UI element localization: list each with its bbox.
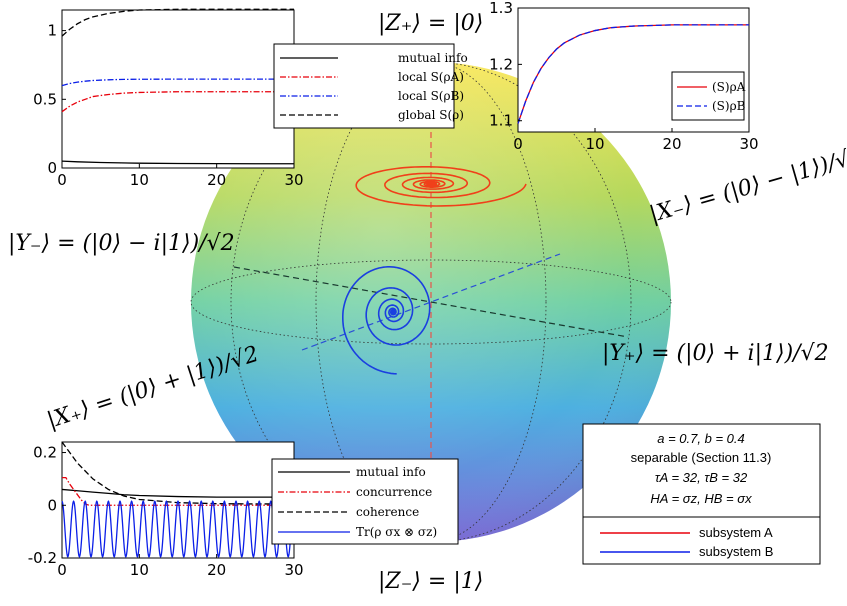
y-tick-label: 0.2 (33, 444, 57, 462)
legend-label: coherence (356, 505, 419, 519)
info-box: a = 0.7, b = 0.4 separable (Section 11.3… (582, 423, 821, 565)
panel-top-right-legend-entries: (S)ρA (S)ρB (677, 80, 746, 113)
subsystem-b-trajectory (342, 266, 431, 375)
x-tick-label: 0 (57, 171, 67, 189)
legend-label: concurrence (356, 485, 432, 499)
x-tick-label: 20 (662, 135, 681, 153)
legend-label: Tr(ρ σx ⊗ σz) (356, 525, 437, 539)
x-tick-label: 0 (513, 135, 523, 153)
y-tick-label: 0 (47, 159, 57, 177)
x-tick-label: 10 (130, 561, 149, 579)
panel-top-left-legend-entries: mutual info local S(ρA) local S(ρB) global … (280, 51, 468, 122)
panel-top-right-legend (671, 71, 745, 121)
legend-label-subsystem-a: subsystem A (699, 525, 773, 540)
y-tick-label: 1 (47, 22, 57, 40)
panel-top-right-ticks: 0 10 20 30 1.1 1.2 1.3 (489, 0, 758, 153)
x-tick-label: 30 (284, 561, 303, 579)
panel-top-left-ticks: 0 10 20 30 0 0.5 1 (33, 22, 303, 189)
legend-label-subsystem-b: subsystem B (699, 544, 773, 559)
state-y-plus: |Y₊⟩ = (|0⟩ + i|1⟩)/√2 (602, 341, 829, 366)
series-line (61, 500, 295, 558)
equator (190, 259, 672, 345)
panel-top-right: 0 10 20 30 1.1 1.2 1.3 (S)ρA (S)ρB (489, 0, 758, 153)
series-line (61, 8, 294, 37)
y-tick-label: 1.3 (489, 0, 513, 17)
info-line-state: separable (Section 11.3) (631, 450, 772, 465)
y-tick-label: -0.2 (28, 549, 57, 567)
series-line (62, 476, 294, 506)
panel-top-left-series (61, 8, 294, 165)
y-tick-label: 0.5 (33, 90, 57, 108)
state-z-minus: |Z₋⟩ = |1⟩ (378, 569, 483, 594)
legend-label: global S(ρ) (398, 108, 464, 122)
legend-label: (S)ρB (712, 99, 746, 113)
series-line (61, 160, 294, 165)
y-axis (233, 266, 629, 338)
series-line (517, 24, 749, 124)
legend-label: mutual info (356, 465, 426, 479)
y-tick-label: 1.2 (489, 55, 513, 73)
state-z-plus: |Z₊⟩ = |0⟩ (378, 11, 483, 36)
panel-top-left-background (61, 9, 295, 169)
x-tick-label: 30 (284, 171, 303, 189)
legend-label: mutual info (398, 51, 468, 65)
y-tick-label: 1.1 (489, 112, 513, 130)
legend-label: local S(ρB) (398, 89, 464, 103)
x-tick-label: 10 (585, 135, 604, 153)
state-x-minus: |X₋⟩ = (|0⟩ − |1⟩)/√2 (647, 143, 847, 228)
meridian-2 (230, 61, 632, 543)
info-line-hamiltonians: HA = σz, HB = σx (650, 491, 752, 506)
legend-label: (S)ρA (712, 80, 746, 94)
panel-top-left: 0 10 20 30 0 0.5 1 mutual info local S(ρA) local… (33, 8, 468, 189)
y-tick-label: 0 (47, 496, 57, 514)
series-line (61, 488, 294, 498)
meridian-1 (315, 61, 547, 543)
series-line (61, 91, 294, 113)
series-line (61, 78, 294, 87)
x-tick-label: 10 (130, 171, 149, 189)
info-box-frame (582, 423, 821, 565)
x-tick-label: 0 (57, 561, 67, 579)
x-tick-label: 30 (739, 135, 758, 153)
subsystem-a-trajectory (355, 166, 527, 207)
x-tick-label: 20 (207, 561, 226, 579)
legend-label: local S(ρA) (398, 70, 464, 84)
state-y-minus: |Y₋⟩ = (|0⟩ − i|1⟩)/√2 (8, 231, 235, 256)
x-tick-label: 20 (207, 171, 226, 189)
panel-top-right-series (517, 24, 749, 124)
info-line-params: a = 0.7, b = 0.4 (657, 431, 744, 446)
info-line-tau: τA = 32, τB = 32 (655, 470, 748, 485)
panel-bottom-left-series (61, 441, 295, 558)
panel-bottom-left-background (61, 441, 295, 559)
bloch-sphere (190, 61, 672, 543)
series-line (61, 441, 294, 505)
panel-bottom-left-legend (271, 458, 459, 545)
